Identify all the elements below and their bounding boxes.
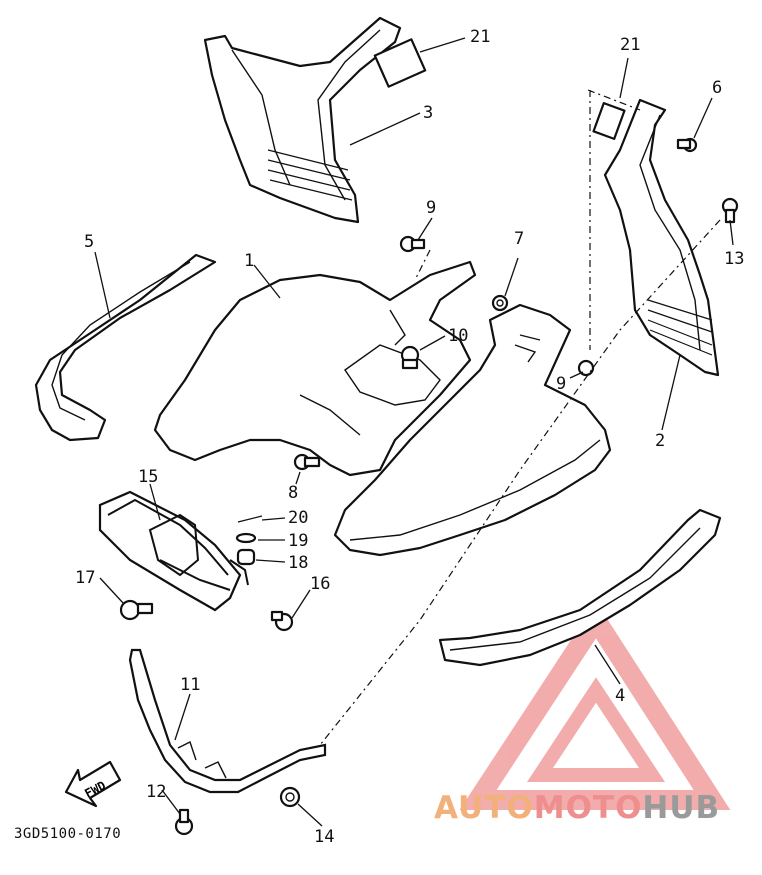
watermark-part-hub: HUB [642, 790, 721, 826]
part-label-18: 18 [288, 553, 308, 573]
part-label-15: 15 [138, 467, 158, 487]
watermark-part-moto: MOTO [533, 790, 643, 826]
part-label-21a: 21 [470, 27, 490, 47]
part-label-9b: 9 [556, 374, 566, 394]
part-label-19: 19 [288, 531, 308, 551]
part-label-20: 20 [288, 508, 308, 528]
part-5-left-mud-flap [34, 253, 217, 442]
leader-lines [94, 37, 734, 827]
part-label-11: 11 [180, 675, 200, 695]
watermark-logo-icon [459, 601, 731, 810]
part-2-right-side-cover [592, 98, 720, 377]
fwd-arrow-icon: FWD [64, 760, 122, 808]
part-1-front-fender [153, 260, 477, 477]
part-label-5: 5 [84, 232, 94, 252]
watermark-brand: AUTOMOTOHUB [434, 790, 720, 826]
part-label-21b: 21 [620, 35, 640, 55]
part-label-17: 17 [75, 568, 95, 588]
part-label-2: 2 [655, 431, 665, 451]
part-15-front-rack [98, 490, 249, 612]
part-label-6: 6 [712, 78, 722, 98]
part-label-14: 14 [314, 827, 334, 847]
part-label-7: 7 [514, 229, 524, 249]
part-label-12: 12 [146, 782, 166, 802]
part-1-fender-nose [333, 303, 612, 557]
part-4-right-mud-flap [438, 508, 722, 667]
assembly-lines [319, 89, 721, 746]
part-number-labels: 21 3 21 6 5 9 7 1 13 10 9 2 8 20 15 19 1… [75, 27, 744, 847]
part-11-stay [128, 648, 327, 794]
part-label-3: 3 [423, 103, 433, 123]
watermark-part-auto: AUTO [434, 790, 534, 826]
part-label-1: 1 [244, 251, 254, 271]
fasteners [119, 137, 739, 836]
part-label-13: 13 [724, 249, 744, 269]
part-3-left-side-cover [203, 16, 427, 224]
part-label-4: 4 [615, 686, 625, 706]
drawing-code: 3GD5100-0170 [14, 826, 122, 842]
part-label-8: 8 [288, 483, 298, 503]
part-label-16: 16 [310, 574, 330, 594]
part-label-10: 10 [448, 326, 468, 346]
part-label-9a: 9 [426, 198, 436, 218]
